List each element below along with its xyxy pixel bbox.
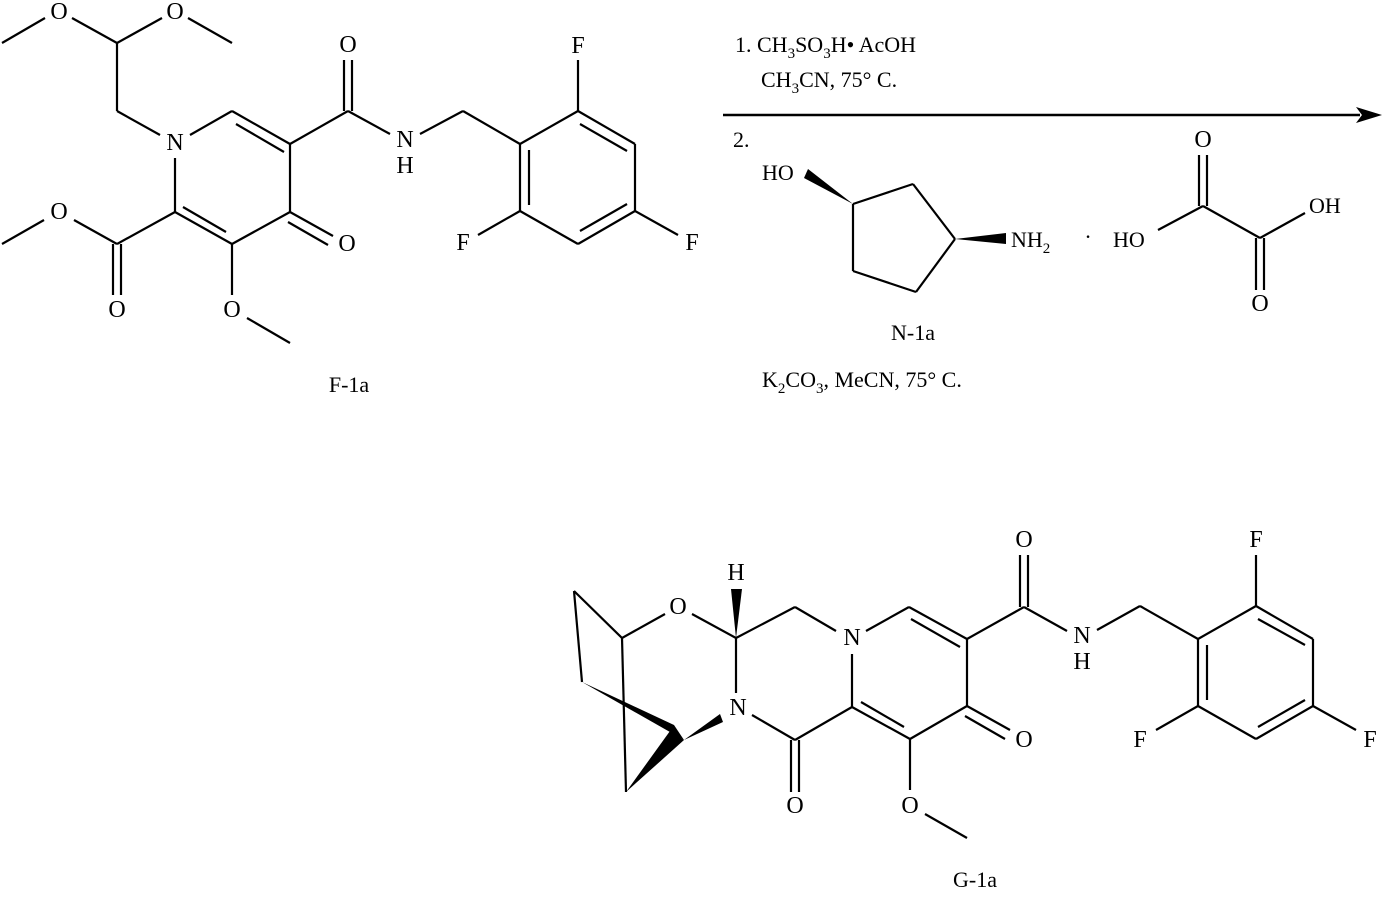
atom-n: N — [1073, 623, 1090, 649]
wedge-bond — [731, 589, 742, 638]
atom-n: N — [843, 625, 860, 651]
atom-h: H — [396, 153, 413, 179]
reagent-hydroxyl: HO — [762, 160, 794, 185]
atom-o: O — [1194, 127, 1211, 153]
atom-f: F — [571, 33, 584, 59]
wedge-bond — [804, 169, 853, 204]
compound-label-n1a: N-1a — [891, 320, 935, 345]
atom-f: F — [1249, 527, 1262, 553]
reagent-amine: NH2 — [1011, 227, 1050, 257]
atom-f: F — [1133, 727, 1146, 753]
compound-label-f1a: F-1a — [329, 372, 370, 397]
wedge-bond — [684, 714, 723, 740]
reagent-n1a: HO NH2 N-1a — [762, 160, 1050, 345]
arrow-head-icon — [1356, 107, 1382, 123]
atom-o: O — [1251, 291, 1268, 317]
product-g1a: O H N N O O O O N H — [572, 527, 1377, 892]
atom-o: O — [339, 32, 356, 58]
wedge-bond — [955, 233, 1006, 244]
atom-f: F — [685, 230, 698, 256]
wedge-bond — [626, 731, 684, 792]
compound-label-g1a: G-1a — [953, 867, 997, 892]
atom-o: O — [1015, 727, 1032, 753]
oxalic-acid: HO O OH O — [1113, 127, 1341, 317]
atom-o: O — [338, 231, 355, 257]
atom-f: F — [1363, 727, 1376, 753]
atom-o: O — [1015, 527, 1032, 553]
starting-material-f1a: O O N O O N H — [1, 0, 699, 397]
step2-number: 2. — [733, 127, 750, 152]
atom-h: H — [727, 560, 744, 586]
oxalic-hydroxyl-left: HO — [1113, 227, 1145, 252]
atom-f: F — [456, 230, 469, 256]
step1-reagent-line1: 1. CH3SO3H• AcOH — [735, 32, 916, 62]
wedge-bond — [582, 682, 684, 740]
salt-dot: · — [1084, 224, 1091, 249]
atom-n: N — [729, 695, 746, 721]
atom-o: O — [50, 0, 67, 25]
reaction-arrow-block: 1. CH3SO3H• AcOH CH3CN, 75° C. 2. HO NH2… — [723, 32, 1382, 397]
atom-o: O — [166, 0, 183, 25]
atom-h: H — [1073, 649, 1090, 675]
atom-n: N — [396, 127, 413, 153]
atom-o: O — [223, 297, 240, 323]
atom-o: O — [901, 793, 918, 819]
oxalic-hydroxyl-right: OH — [1309, 193, 1341, 218]
atom-n: N — [166, 130, 183, 156]
atom-o: O — [50, 199, 67, 225]
atom-o: O — [108, 297, 125, 323]
step1-reagent-line2: CH3CN, 75° C. — [761, 67, 897, 97]
step2-conditions: K2CO3, MeCN, 75° C. — [762, 367, 962, 397]
atom-o: O — [669, 594, 686, 620]
atom-o: O — [786, 793, 803, 819]
